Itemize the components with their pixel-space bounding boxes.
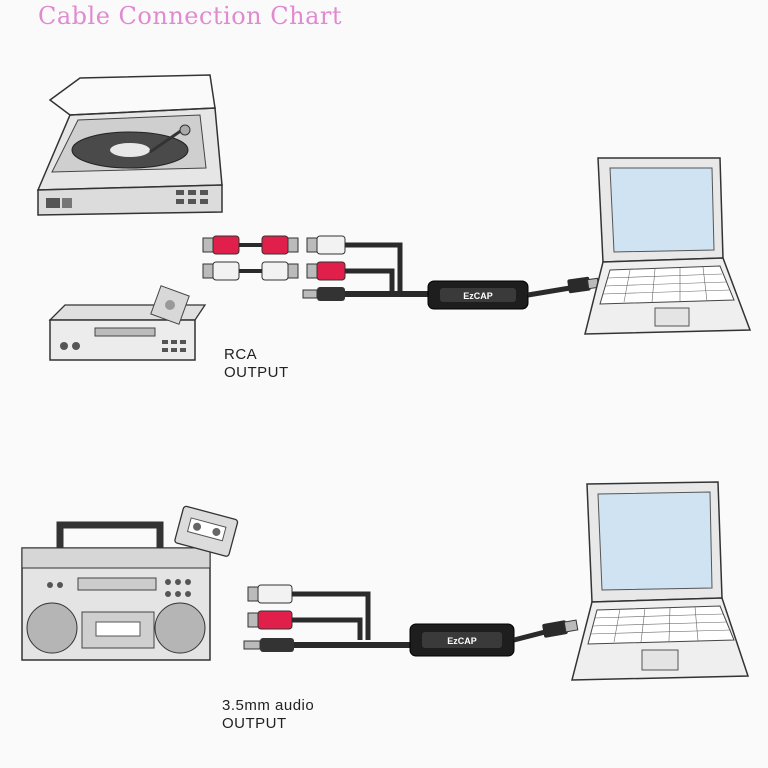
cd-player-icon — [48, 285, 207, 361]
turntable-icon — [36, 74, 223, 216]
device-label-top: EzCAP — [463, 291, 493, 301]
rca-output-label-line2: OUTPUT — [224, 364, 289, 381]
audio-cable-bottom — [243, 584, 412, 652]
laptop-icon-top — [584, 157, 752, 335]
rca-output-label: RCA OUTPUT — [224, 346, 289, 382]
chart-title: Cable Connection Chart — [38, 2, 343, 30]
laptop-icon-bottom — [571, 481, 750, 681]
device-label-bottom: EzCAP — [447, 636, 477, 646]
aux-output-label-line2: OUTPUT — [222, 715, 287, 732]
aux-output-label-line1: 3.5mm audio — [222, 697, 315, 714]
boombox-icon — [21, 521, 211, 661]
rca-cable-top — [202, 235, 430, 301]
cassette-icon — [174, 505, 239, 557]
ezcap-device-bottom: EzCAP — [409, 619, 579, 657]
rca-output-label-line1: RCA — [224, 346, 258, 363]
aux-output-label: 3.5mm audio OUTPUT — [222, 697, 314, 733]
ezcap-device-top: EzCAP — [427, 276, 600, 310]
